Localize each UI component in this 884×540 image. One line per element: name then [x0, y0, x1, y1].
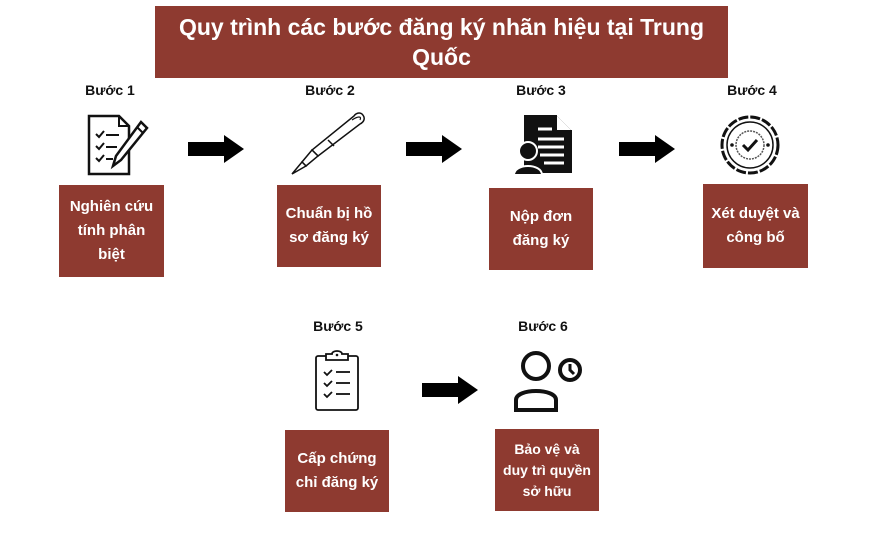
step-3-box: Nộp đơn đăng ký — [489, 188, 593, 270]
step-4-box: Xét duyệt và công bố — [703, 184, 808, 268]
title-text: Quy trình các bước đăng ký nhãn hiệu tại… — [178, 14, 705, 70]
step-6-box: Bảo vệ và duy trì quyền sở hữu — [495, 429, 599, 511]
fountain-pen-icon — [291, 112, 365, 175]
step-5-box: Cấp chứng chỉ đăng ký — [285, 430, 389, 512]
arrow-right-icon — [406, 135, 462, 163]
step-1-text: Nghiên cứu tính phân biệt — [69, 198, 154, 263]
document-person-icon — [514, 115, 572, 175]
approval-badge-icon — [720, 115, 780, 175]
arrow-right-icon — [188, 135, 244, 163]
checklist-pen-icon — [87, 114, 149, 176]
step-2-text: Chuẩn bị hồ sơ đăng ký — [285, 205, 373, 246]
step-1-box: Nghiên cứu tính phân biệt — [59, 185, 164, 277]
step-5-label: Bước 5 — [313, 318, 363, 334]
step-1-label: Bước 1 — [85, 82, 135, 98]
step-5-text: Cấp chứng chỉ đăng ký — [295, 450, 379, 491]
diagram-title: Quy trình các bước đăng ký nhãn hiệu tại… — [155, 6, 728, 78]
step-3-label: Bước 3 — [516, 82, 566, 98]
clipboard-checklist-icon — [315, 350, 359, 411]
step-2-label: Bước 2 — [305, 82, 355, 98]
user-clock-icon — [514, 351, 582, 412]
step-4-text: Xét duyệt và công bố — [711, 205, 800, 246]
arrow-right-icon — [422, 376, 478, 404]
step-4-label: Bước 4 — [727, 82, 777, 98]
step-6-label: Bước 6 — [518, 318, 568, 334]
step-2-box: Chuẩn bị hồ sơ đăng ký — [277, 185, 381, 267]
arrow-right-icon — [619, 135, 675, 163]
step-3-text: Nộp đơn đăng ký — [509, 208, 573, 249]
step-6-text: Bảo vệ và duy trì quyền sở hữu — [503, 440, 591, 499]
